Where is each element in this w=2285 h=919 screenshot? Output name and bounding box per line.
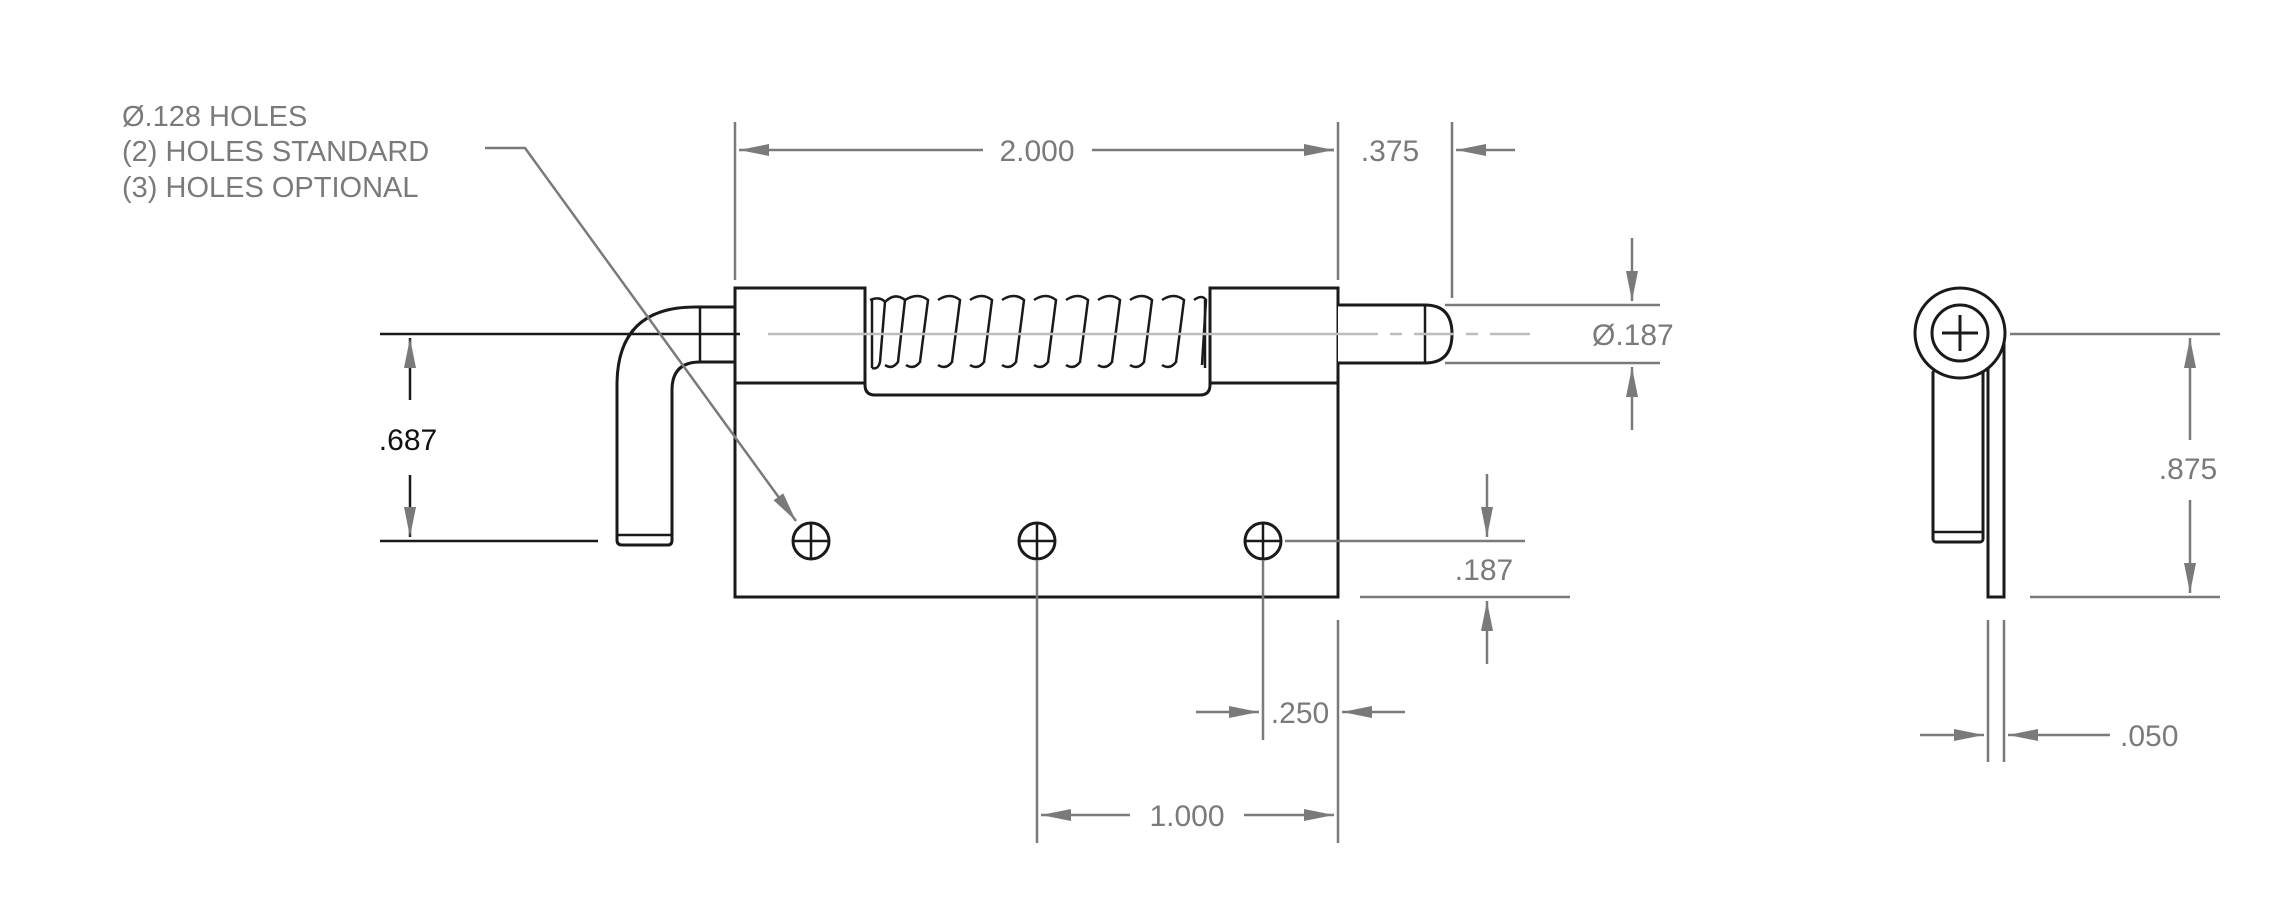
note-line-2: (2) HOLES STANDARD xyxy=(122,136,429,168)
front-dimensions: 2.000 .375 Ø.187 .687 .187 .250 1.0 xyxy=(379,122,1674,843)
dim-hole-edge-offset: .187 xyxy=(1455,554,1513,587)
dim-side-thickness: .050 xyxy=(2120,720,2178,753)
spring-coils xyxy=(869,294,1208,370)
dim-overall-length: 2.000 xyxy=(999,135,1074,168)
side-plate xyxy=(1986,332,2006,599)
note-line-3: (3) HOLES OPTIONAL xyxy=(122,172,419,204)
dim-pin-diameter: Ø.187 xyxy=(1592,319,1674,352)
side-view xyxy=(1913,286,2007,599)
mounting-hole xyxy=(1017,521,1057,561)
mounting-hole xyxy=(791,521,831,561)
dim-side-height: .875 xyxy=(2159,453,2217,486)
hole-note: Ø.128 HOLES (2) HOLES STANDARD (3) HOLES… xyxy=(122,101,429,204)
right-knuckle xyxy=(1208,286,1340,385)
front-view xyxy=(615,286,1530,599)
side-pin-body xyxy=(1931,368,1985,544)
side-dimensions: .875 .050 xyxy=(1920,332,2220,762)
note-line-1: Ø.128 HOLES xyxy=(122,101,307,133)
dim-hole-spacing: 1.000 xyxy=(1149,800,1224,833)
pin-handle xyxy=(615,305,742,547)
left-knuckle xyxy=(733,286,867,385)
dim-hole-end-offset: .250 xyxy=(1271,697,1329,730)
dim-pin-height: .687 xyxy=(379,424,437,457)
dim-pin-extension: .375 xyxy=(1361,135,1419,168)
mounting-hole xyxy=(1243,521,1283,561)
spring-recess xyxy=(863,290,1212,397)
